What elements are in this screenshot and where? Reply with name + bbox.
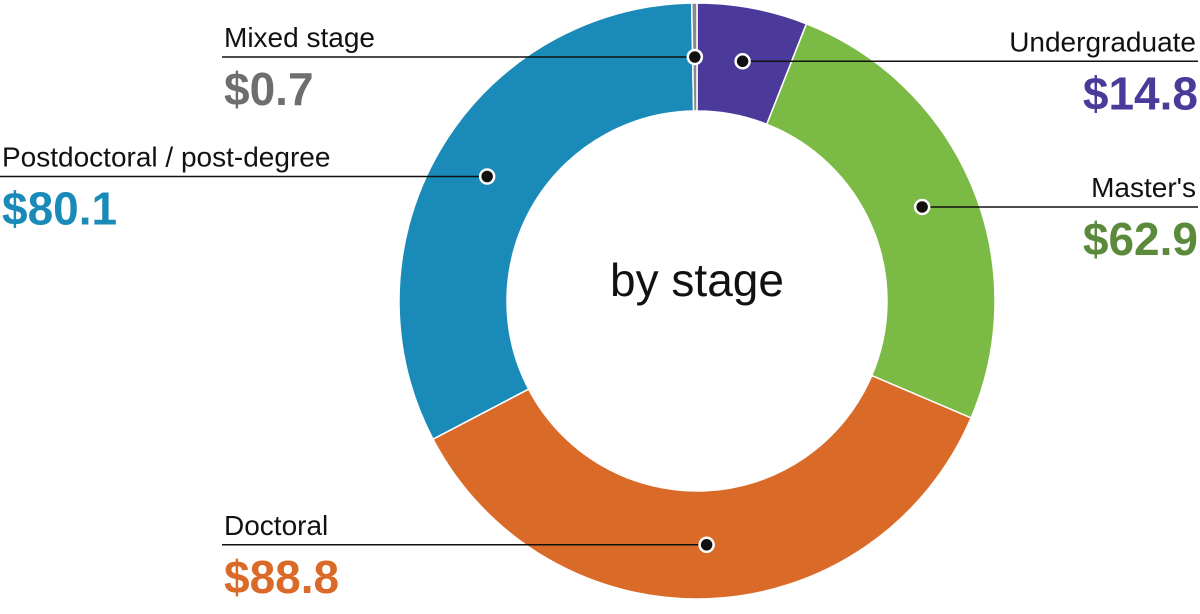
leader-dot-undergraduate bbox=[734, 53, 751, 70]
label-undergraduate: Undergraduate bbox=[1009, 26, 1196, 57]
label-postdoctoral-post-degree: Postdoctoral / post-degree bbox=[2, 142, 330, 173]
value-postdoctoral-post-degree: $80.1 bbox=[2, 183, 117, 235]
center-label: by stage bbox=[610, 254, 784, 306]
value-undergraduate: $14.8 bbox=[1083, 67, 1198, 119]
value-master-s: $62.9 bbox=[1083, 213, 1198, 265]
slice-doctoral bbox=[431, 374, 973, 600]
slices-layer bbox=[398, 2, 996, 600]
leader-dot-doctoral bbox=[698, 536, 715, 554]
leader-dot-master-s bbox=[913, 198, 931, 216]
slice-master-s bbox=[765, 22, 996, 419]
label-master-s: Master's bbox=[1091, 172, 1196, 203]
value-doctoral: $88.8 bbox=[224, 551, 339, 603]
leader-dot-mixed-stage bbox=[686, 48, 704, 66]
leader-dot-postdoctoral-post-degree bbox=[478, 168, 496, 185]
slice-postdoctoral-post-degree bbox=[398, 2, 695, 441]
label-doctoral: Doctoral bbox=[224, 510, 328, 541]
value-mixed-stage: $0.7 bbox=[224, 63, 314, 115]
leader-lines-layer bbox=[0, 48, 1198, 554]
label-mixed-stage: Mixed stage bbox=[224, 22, 375, 53]
